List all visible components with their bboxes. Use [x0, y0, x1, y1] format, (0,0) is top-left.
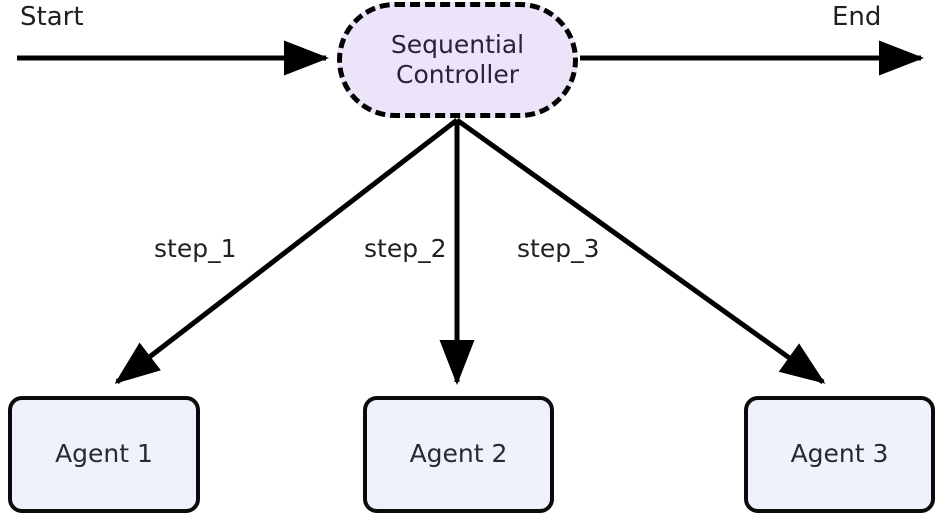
- node-label-agent-3: Agent 3: [790, 439, 889, 469]
- node-agent-3[interactable]: Agent 3: [744, 396, 935, 513]
- start-label: Start: [20, 2, 84, 32]
- node-label-line-2: Controller: [396, 60, 519, 89]
- node-label-agent-1: Agent 1: [55, 439, 153, 469]
- node-agent-2[interactable]: Agent 2: [363, 396, 554, 513]
- node-agent-1[interactable]: Agent 1: [8, 396, 200, 513]
- edge-label-step-2: step_2: [364, 234, 447, 263]
- edge-label-step-1: step_1: [154, 234, 237, 263]
- edge-controller-to-agent-1: [114, 118, 459, 384]
- end-label: End: [832, 2, 882, 32]
- edge-controller-to-agent-3: [455, 117, 826, 385]
- node-label-line-1: Sequential: [390, 29, 525, 59]
- edge-label-step-3: step_3: [517, 234, 600, 263]
- node-label-agent-2: Agent 2: [409, 439, 508, 469]
